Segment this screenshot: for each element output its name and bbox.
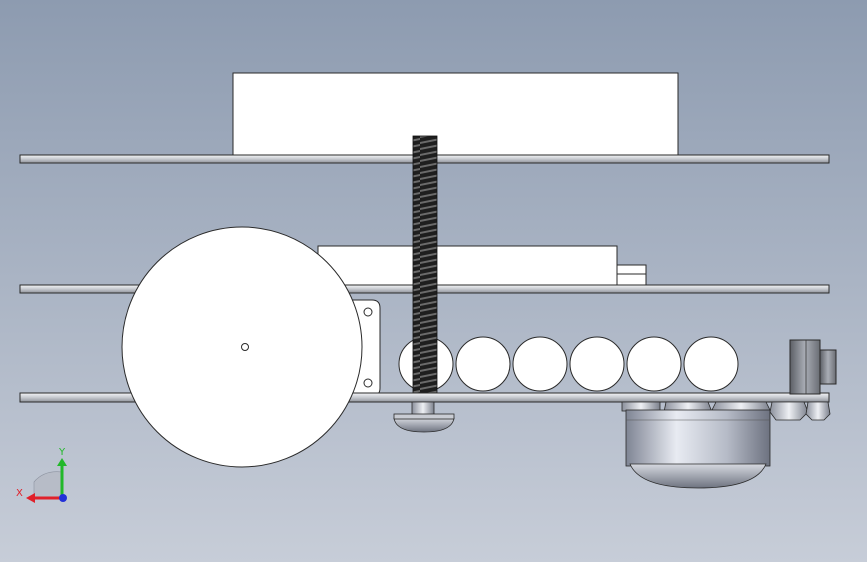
y-axis-label: Y — [58, 447, 66, 458]
battery-row — [398, 336, 739, 392]
wheel-hub — [241, 343, 249, 351]
caster-ball — [625, 409, 771, 489]
bracket-hole-top — [363, 307, 373, 317]
battery-cell — [512, 336, 568, 392]
top-electronics-box — [232, 72, 679, 158]
bracket-hole-bottom — [363, 378, 373, 388]
battery-cell — [569, 336, 625, 392]
power-switch — [789, 339, 837, 395]
battery-cell — [683, 336, 739, 392]
orientation-triad[interactable]: Y X — [16, 447, 67, 503]
battery-cell — [455, 336, 511, 392]
battery-cell — [626, 336, 682, 392]
middle-connector-block — [616, 264, 647, 286]
x-axis-arrow-head — [26, 493, 35, 503]
front-bumper-screw — [393, 401, 455, 433]
drive-wheel — [121, 226, 363, 468]
x-axis-label: X — [16, 488, 23, 499]
y-axis-arrow-head — [57, 458, 67, 466]
threaded-rod — [412, 135, 438, 397]
middle-electronics-box — [317, 245, 618, 287]
z-axis-dot — [59, 494, 67, 502]
